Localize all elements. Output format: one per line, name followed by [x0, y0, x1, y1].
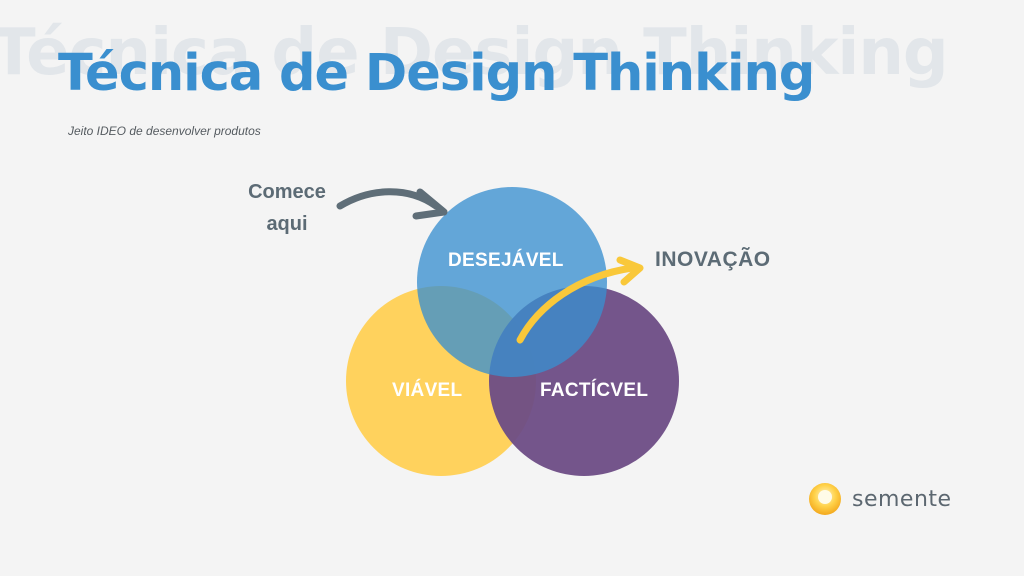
page-subtitle: Jeito IDEO de desenvolver produtos [68, 124, 261, 138]
brand-name: semente [852, 486, 952, 512]
label-desejavel: DESEJÁVEL [448, 250, 564, 271]
background-title-watermark: Técnica de Design Thinking [0, 16, 949, 90]
label-facticvel: FACTÍCVEL [540, 380, 649, 401]
brand-logo: semente [808, 482, 952, 516]
start-arrow-head [412, 188, 448, 220]
innovation-arrow [516, 264, 636, 344]
start-here-label: Comece aqui [232, 176, 342, 240]
label-viavel: VIÁVEL [392, 380, 463, 401]
innovation-label: INOVAÇÃO [655, 248, 771, 271]
innovation-arrow-head [616, 256, 644, 286]
start-label-line1: Comece [248, 181, 326, 203]
circle-desejavel [417, 187, 607, 377]
sun-logo-icon [809, 483, 841, 515]
start-label-line2: aqui [266, 213, 308, 235]
page-title: Técnica de Design Thinking [58, 44, 815, 103]
